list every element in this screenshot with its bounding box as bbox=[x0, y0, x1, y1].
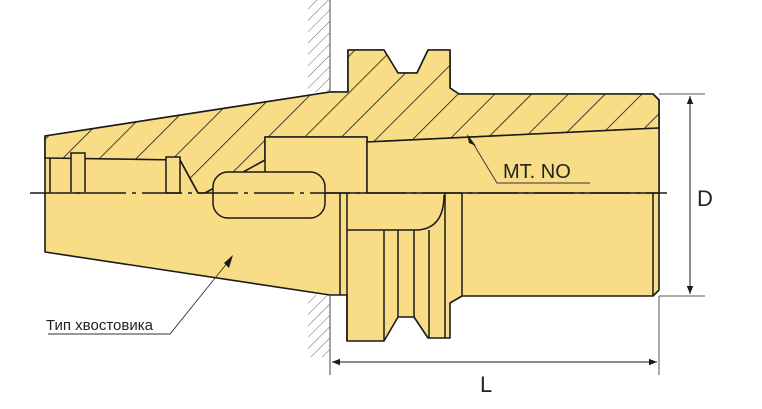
shank-type-leader bbox=[48, 255, 233, 335]
dimension-d-label: D bbox=[697, 186, 713, 211]
morse-taper-leader bbox=[467, 134, 590, 184]
morse-taper-label: MT. NO bbox=[503, 161, 571, 183]
dimension-l-label: L bbox=[480, 372, 492, 397]
shank-type-label: Тип хвостовика bbox=[46, 317, 154, 334]
spindle-wall bbox=[308, 0, 331, 375]
dimension-l bbox=[332, 296, 660, 375]
internal-details bbox=[49, 127, 660, 341]
dimension-d bbox=[659, 93, 705, 297]
